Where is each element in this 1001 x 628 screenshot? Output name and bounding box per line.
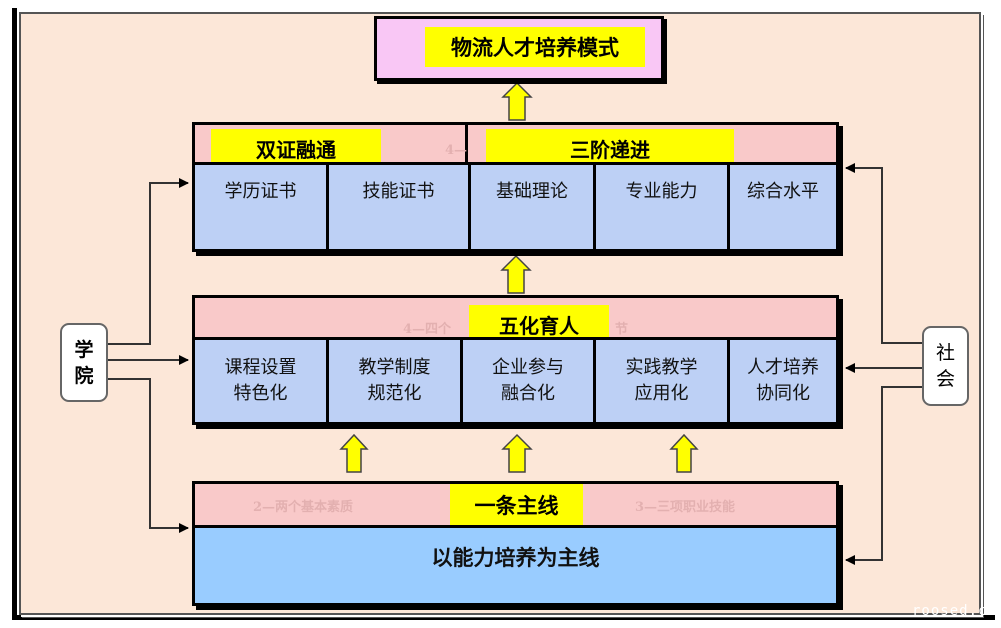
cell-line: 企业参与 (492, 357, 564, 378)
up-arrow-icon (500, 254, 532, 294)
header-three-stage: 三阶递进 (486, 129, 734, 167)
cell-line: 协同化 (756, 383, 810, 404)
diagram-title: 物流人才培养模式 (425, 27, 645, 67)
ghost-text: 节 (615, 322, 629, 337)
cell-row: 学历证书 技能证书 基础理论 专业能力 综合水平 (195, 162, 836, 249)
ghost-text: 4— (445, 143, 468, 158)
header-divider (465, 125, 468, 168)
main-line-body: 以能力培养为主线 (195, 525, 836, 603)
cell-professional-ability: 专业能力 (596, 165, 730, 249)
node-society: 社 会 (922, 326, 969, 406)
header-five-modernizations: 五化育人 (469, 305, 609, 343)
node-line: 学 (74, 338, 94, 361)
outer-frame (12, 8, 995, 620)
cell-academic-certificate: 学历证书 (195, 165, 329, 249)
up-arrow-icon (339, 433, 369, 473)
cell-line: 规范化 (367, 383, 422, 404)
cell-line: 应用化 (634, 383, 689, 404)
cell-teaching-system: 教学制度 规范化 (329, 340, 463, 422)
cell-skill-certificate: 技能证书 (329, 165, 471, 249)
up-arrow-icon (501, 81, 533, 121)
connector-college-bottom (108, 378, 189, 533)
title-box: 物流人才培养模式 (374, 16, 664, 81)
cell-line: 教学制度 (358, 357, 431, 378)
cell-curriculum: 课程设置 特色化 (195, 340, 329, 422)
node-college: 学 院 (60, 323, 108, 402)
node-line: 院 (74, 364, 94, 387)
cell-line: 特色化 (233, 383, 288, 404)
connector-society-bottom (845, 386, 922, 565)
layer-certificates-stages: 双证融通 4— 三阶递进 学历证书 技能证书 基础理论 专业能力 综合水平 (192, 122, 839, 252)
cell-line: 实践教学 (625, 357, 698, 378)
connector-society-top (845, 163, 922, 344)
cell-enterprise-participation: 企业参与 融合化 (463, 340, 596, 422)
cell-basic-theory: 基础理论 (471, 165, 596, 249)
node-line: 会 (935, 368, 955, 390)
cell-line: 课程设置 (224, 357, 297, 378)
cell-talent-cultivation: 人才培养 协同化 (730, 340, 836, 422)
up-arrow-icon (669, 433, 699, 473)
watermark: roosed.com (912, 603, 1001, 619)
cell-line: 人才培养 (747, 357, 819, 378)
layer-five-modernizations: 4—四个 五化育人 节 课程设置 特色化 教学制度 规范化 企业参与 融合化 实… (192, 295, 839, 425)
header-main-line: 一条主线 (450, 484, 583, 526)
cell-comprehensive-level: 综合水平 (730, 165, 836, 249)
cell-practice-teaching: 实践教学 应用化 (596, 340, 730, 422)
connector-college-top (108, 178, 189, 345)
layer-main-line: 2—两个基本素质 一条主线 3—三项职业技能 以能力培养为主线 (192, 481, 839, 606)
ghost-text: 3—三项职业技能 (635, 500, 736, 515)
cell-row: 课程设置 特色化 教学制度 规范化 企业参与 融合化 实践教学 应用化 人才培养… (195, 337, 836, 422)
up-arrow-icon (501, 433, 533, 473)
ghost-text: 4—四个 (403, 322, 452, 337)
ghost-text: 2—两个基本素质 (253, 500, 354, 515)
node-line: 社 (935, 342, 955, 364)
header-dual-certificate: 双证融通 (211, 129, 381, 167)
cell-line: 融合化 (501, 383, 555, 404)
